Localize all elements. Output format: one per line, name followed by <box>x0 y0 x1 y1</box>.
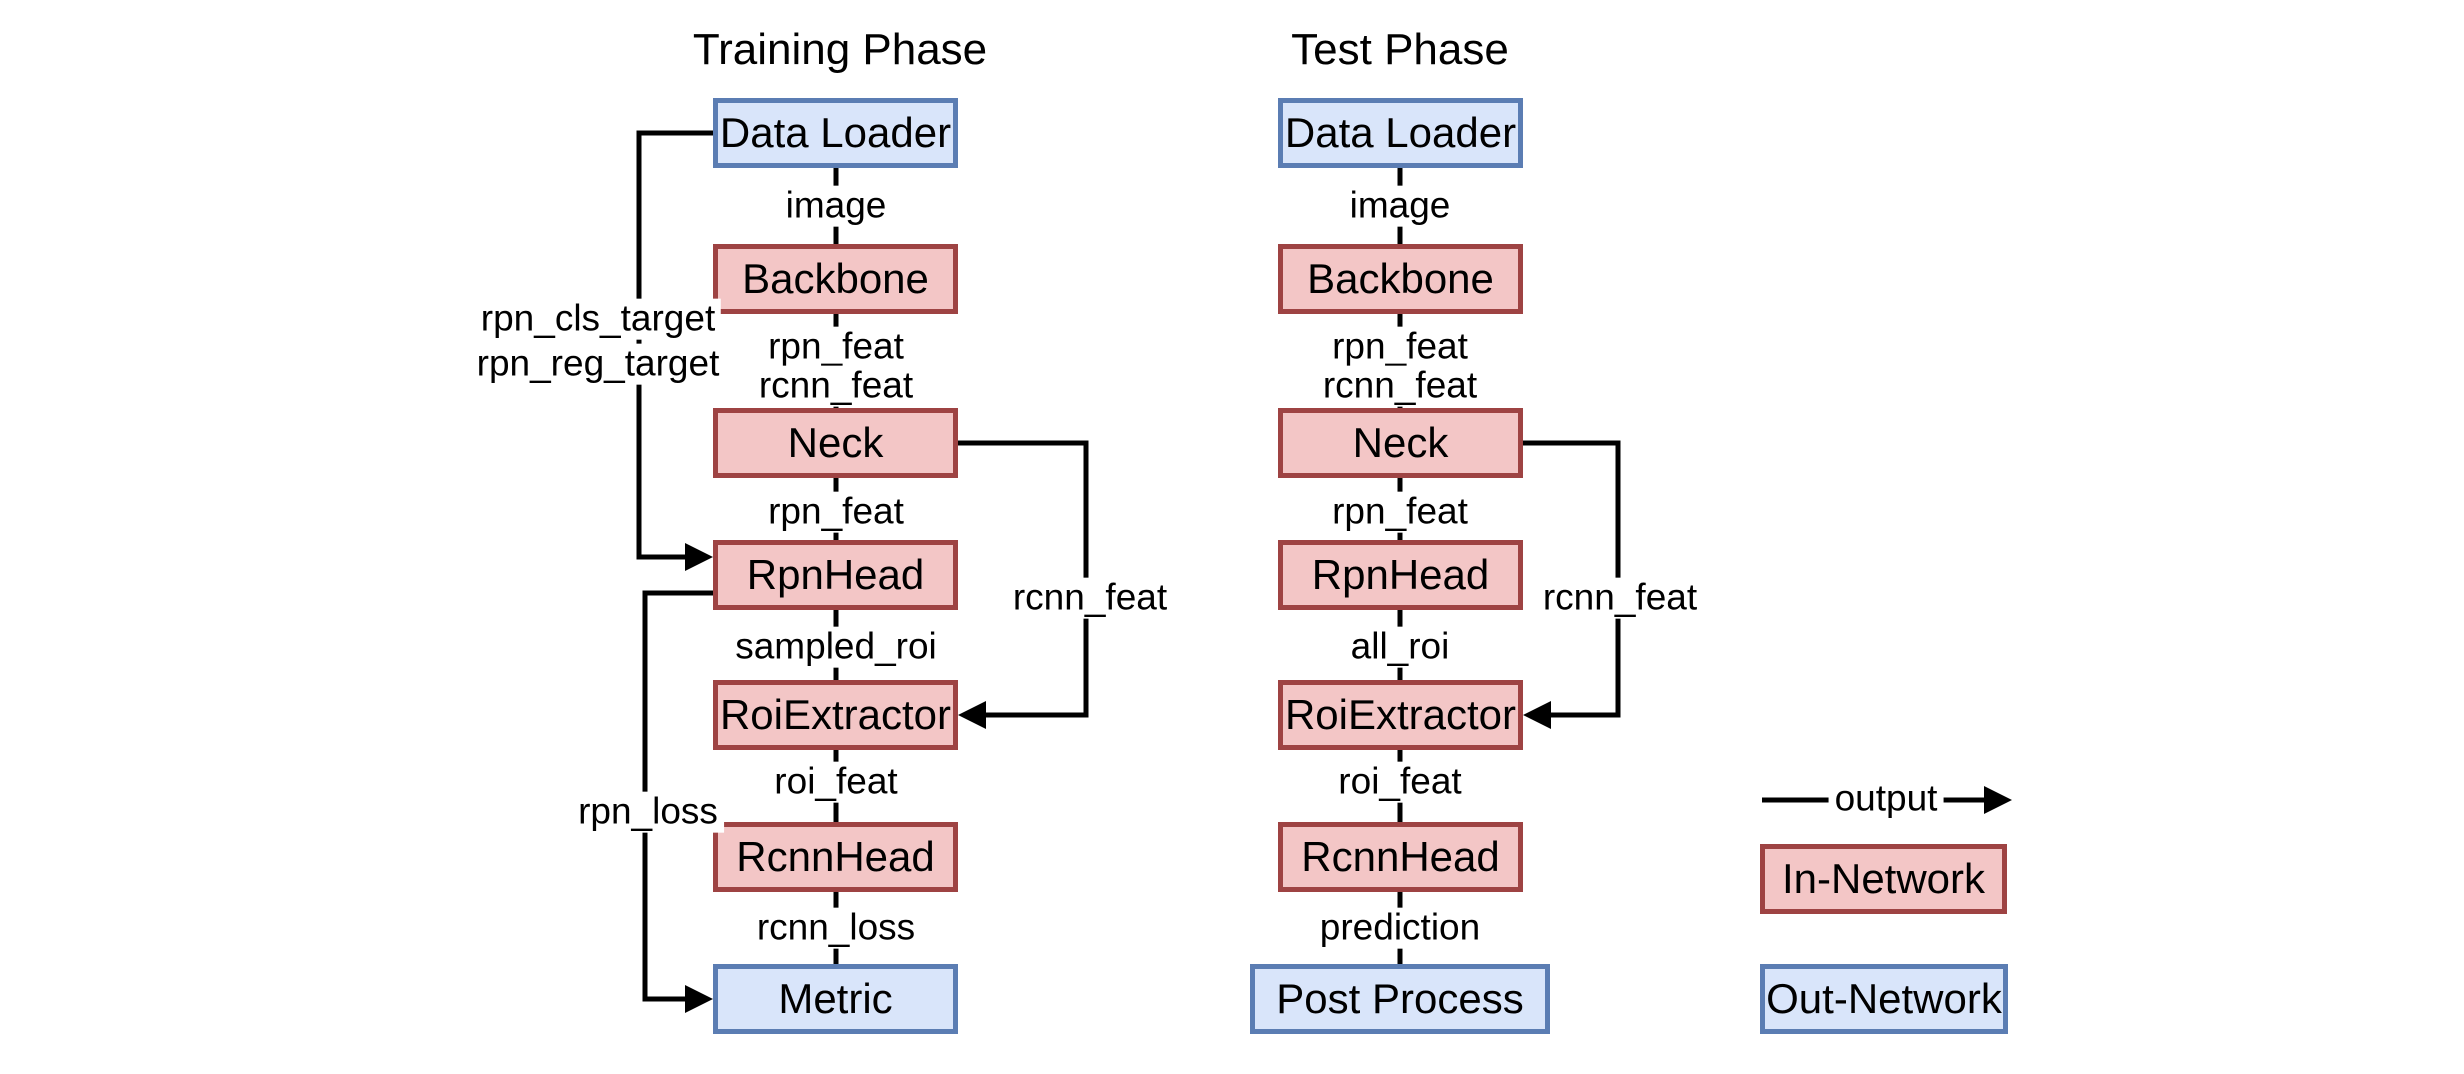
training-phase-title: Training Phase <box>692 25 988 74</box>
arrowhead-into-rpnhead <box>685 543 713 571</box>
training-edge-label-roi-feat: roi_feat <box>768 761 904 803</box>
training-edge-label-image: image <box>779 185 893 227</box>
training-rpn-head-node: RpnHead <box>713 540 958 610</box>
training-neck-node: Neck <box>713 408 958 478</box>
test-edge-label-roi-feat: roi_feat <box>1332 761 1468 803</box>
training-data-loader-node: Data Loader <box>713 98 958 168</box>
test-edge-label-rpn-feat-2: rpn_feat <box>1326 491 1474 533</box>
test-phase-title: Test Phase <box>1291 25 1509 74</box>
legend-output-arrowhead-icon <box>1984 786 2012 814</box>
test-rcnn-head-node: RcnnHead <box>1278 822 1523 892</box>
test-edge-label-rcnn-feat-bypass: rcnn_feat <box>1536 577 1704 619</box>
test-neck-node: Neck <box>1278 408 1523 478</box>
arrowhead-into-roiextractor <box>958 701 986 729</box>
training-metric-node: Metric <box>713 964 958 1034</box>
training-edge-label-rpn-reg-target: rpn_reg_target <box>470 343 726 385</box>
test-edge-label-rpn-feat-1: rpn_feat <box>1326 326 1474 368</box>
test-data-loader-node: Data Loader <box>1278 98 1523 168</box>
arrowhead-into-test-roiextractor <box>1523 701 1551 729</box>
training-roi-extractor-node: RoiExtractor <box>713 680 958 750</box>
training-edge-label-rpn-cls-target: rpn_cls_target <box>474 298 722 340</box>
training-edge-label-rpn-loss: rpn_loss <box>572 791 724 833</box>
test-backbone-node: Backbone <box>1278 244 1523 314</box>
test-edge-label-rcnn-feat-1: rcnn_feat <box>1316 365 1484 407</box>
training-backbone-node: Backbone <box>713 244 958 314</box>
test-edge-label-image: image <box>1343 185 1457 227</box>
test-roi-extractor-node: RoiExtractor <box>1278 680 1523 750</box>
legend-out-network-box: Out-Network <box>1760 964 2008 1034</box>
legend-output-label: output <box>1828 778 1944 820</box>
test-post-process-node: Post Process <box>1250 964 1550 1034</box>
test-rpn-head-node: RpnHead <box>1278 540 1523 610</box>
training-edge-label-rcnn-feat-bypass: rcnn_feat <box>1006 577 1174 619</box>
legend-in-network-box: In-Network <box>1760 844 2007 914</box>
training-edge-label-sampled-roi: sampled_roi <box>729 626 943 668</box>
training-edge-label-rpn-feat-2: rpn_feat <box>762 491 910 533</box>
arrowhead-into-metric <box>685 985 713 1013</box>
test-edge-label-prediction: prediction <box>1313 907 1487 949</box>
training-rcnn-head-node: RcnnHead <box>713 822 958 892</box>
training-edge-label-rcnn-feat-1: rcnn_feat <box>752 365 920 407</box>
training-edge-label-rcnn-loss: rcnn_loss <box>750 907 922 949</box>
test-edge-label-all-roi: all_roi <box>1344 626 1456 668</box>
training-edge-label-rpn-feat-1: rpn_feat <box>762 326 910 368</box>
